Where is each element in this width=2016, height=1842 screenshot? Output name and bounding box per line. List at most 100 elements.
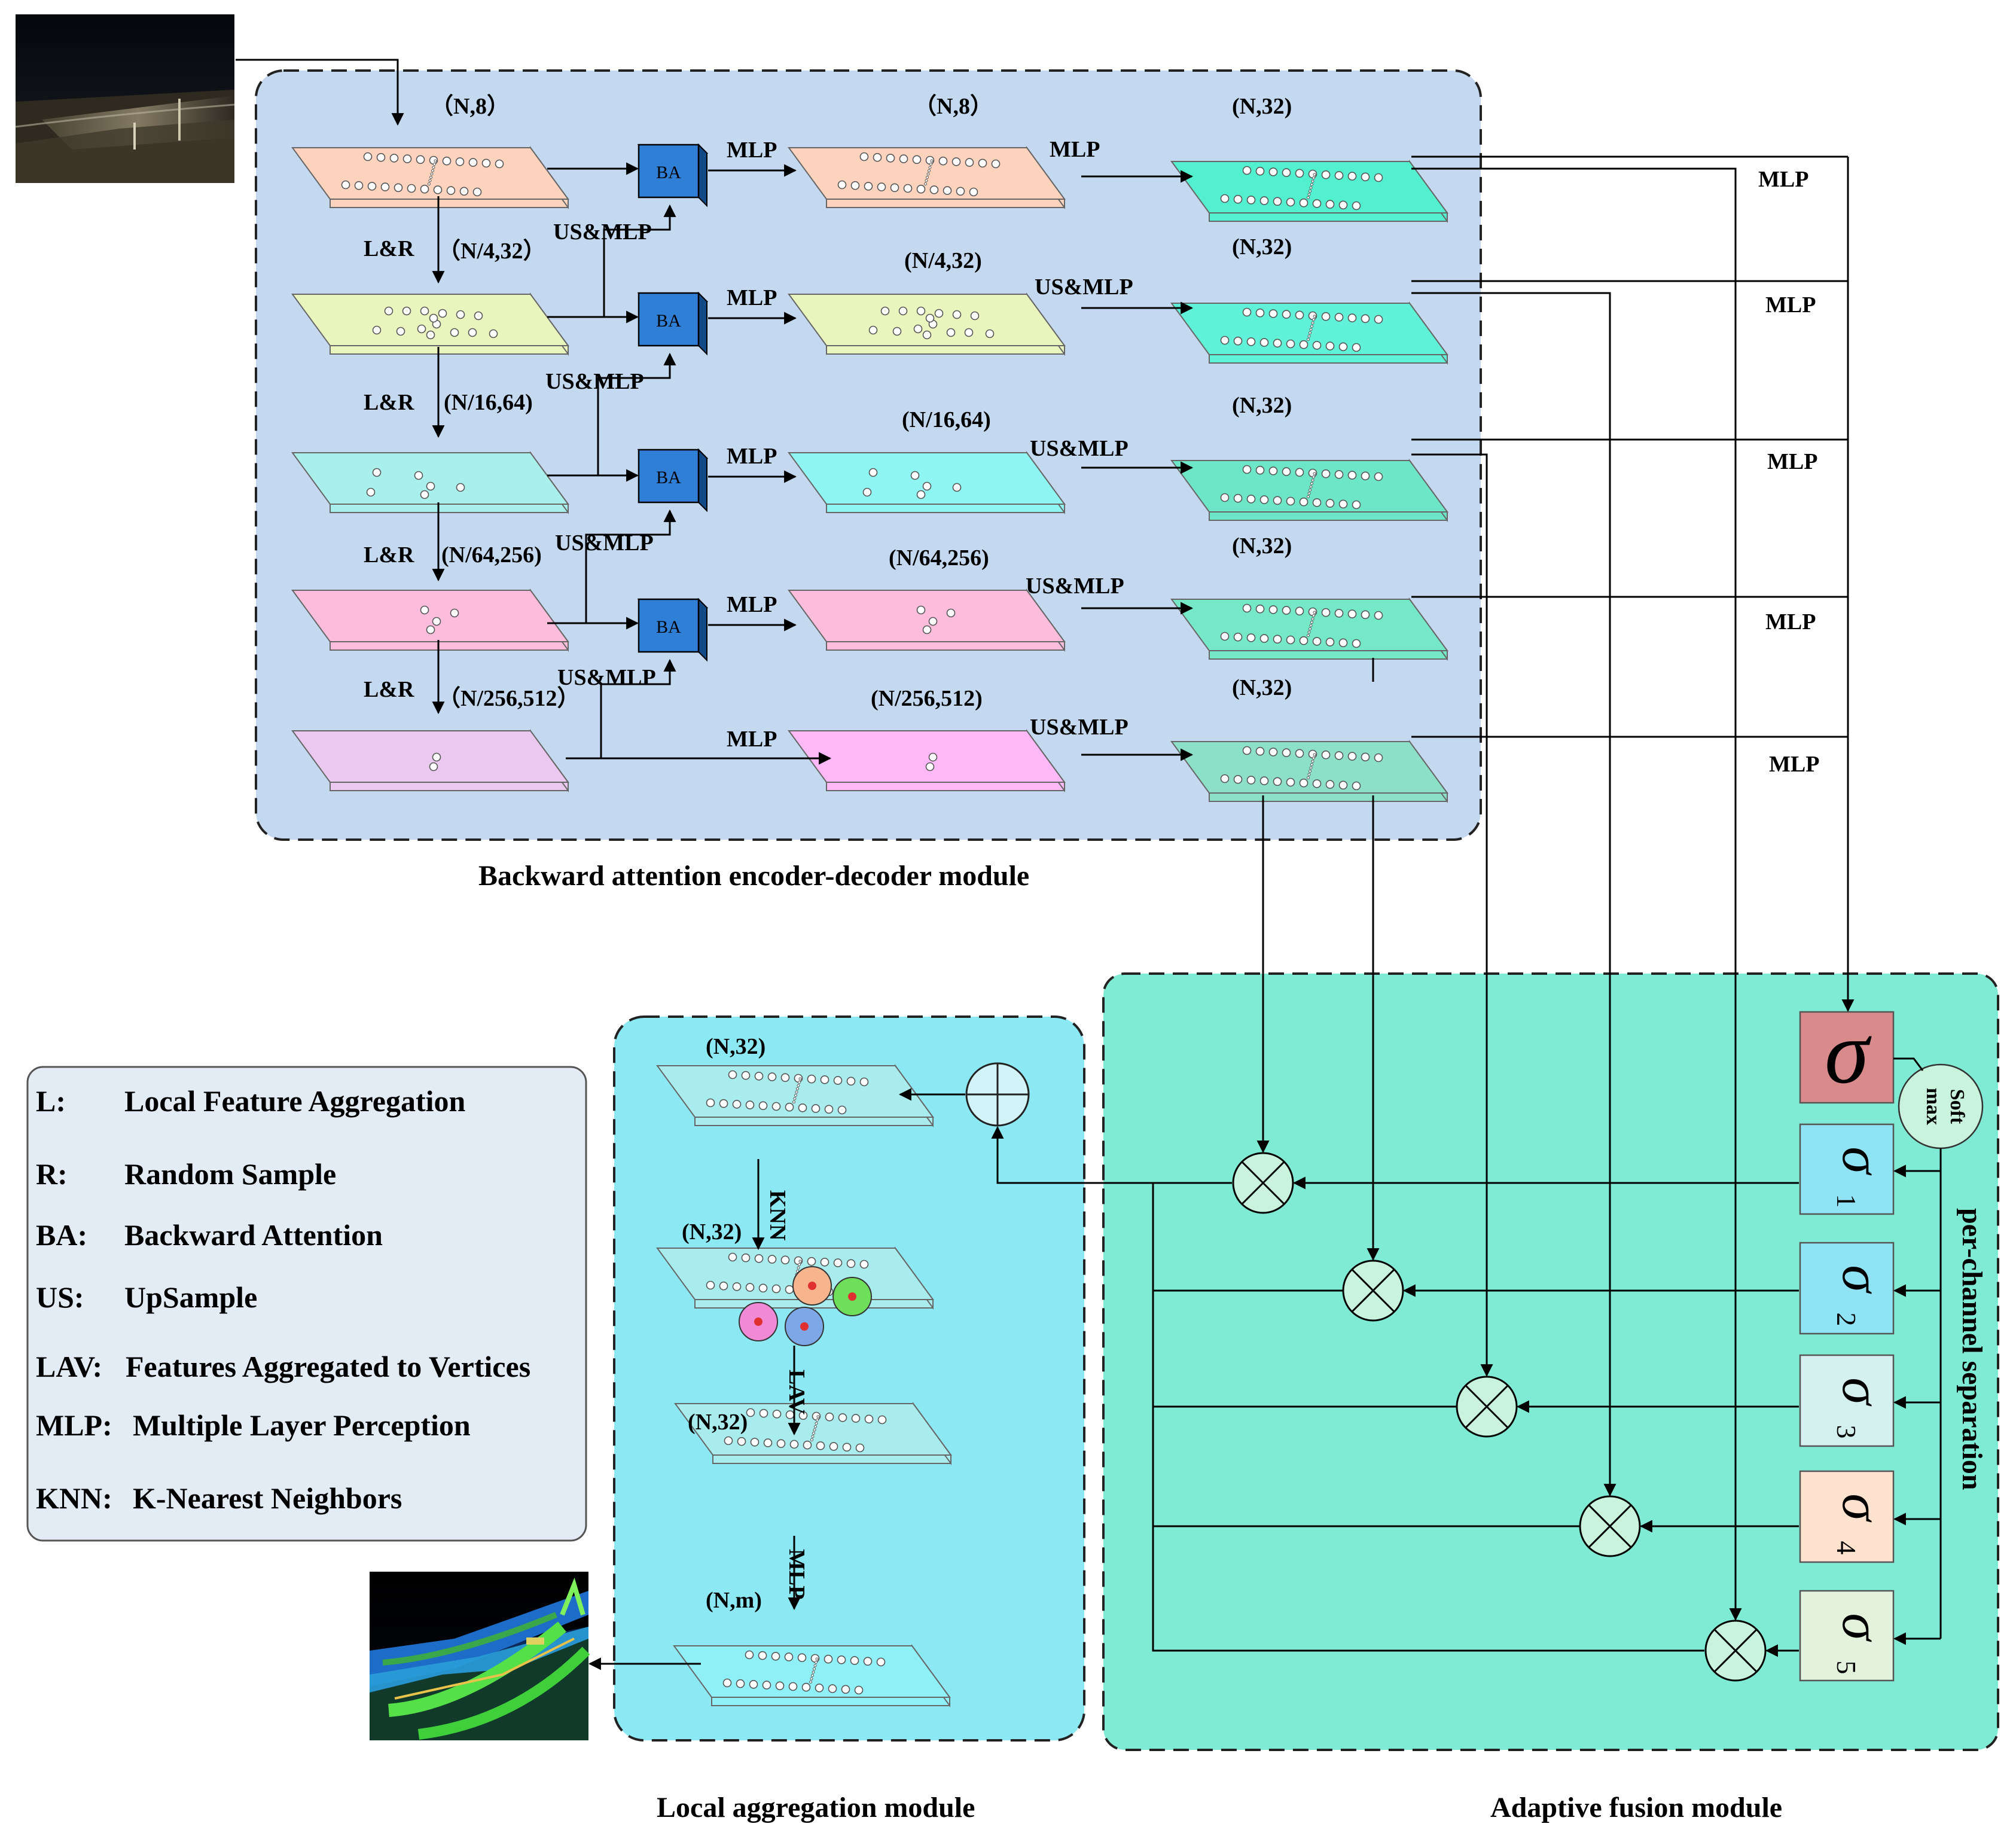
point-dot <box>797 1266 800 1270</box>
sigma-box-rect <box>1799 1470 1895 1563</box>
point-dot <box>741 1071 751 1080</box>
point-dot <box>417 324 426 334</box>
point-dot <box>433 185 443 194</box>
lr-label-4: L&R <box>364 677 414 702</box>
ba-box-2: BA <box>637 291 709 356</box>
output-layer-5 <box>1170 739 1448 804</box>
point-dot <box>1313 753 1316 757</box>
point-dot <box>394 183 403 193</box>
local-layer-4-edge <box>711 1697 950 1706</box>
legend-key-4: US: <box>36 1280 84 1314</box>
decoder-layer-3-edge <box>826 504 1065 513</box>
point-dot <box>1347 313 1357 322</box>
point-dot <box>864 182 873 191</box>
output-shape-label-3: (N,32) <box>1232 393 1292 418</box>
point-dot <box>1374 611 1383 620</box>
point-dot <box>1352 500 1361 510</box>
sigma-symbol: σ <box>1831 1265 1892 1294</box>
point-dot <box>928 617 938 626</box>
output-layer-3-face <box>1170 460 1448 513</box>
point-dot <box>728 1070 737 1079</box>
point-dot <box>428 179 432 182</box>
point-dot <box>1309 770 1312 773</box>
per-channel-separation-label: per-channel separation <box>1956 1208 1988 1490</box>
point-dot <box>810 1677 813 1681</box>
point-dot <box>1347 609 1357 618</box>
point-dot <box>1295 468 1304 477</box>
ba-box-4: BA <box>637 597 709 662</box>
sigma-symbol: σ <box>1831 1146 1892 1176</box>
ba-box-side <box>698 291 707 356</box>
encoder-layer-2 <box>291 292 569 356</box>
point-dot <box>1321 312 1331 321</box>
point-dot <box>809 1681 812 1684</box>
point-dot <box>1309 766 1313 770</box>
point-dot <box>1282 467 1291 476</box>
point-dot <box>797 1653 807 1663</box>
ba-label: BA <box>656 163 681 182</box>
legend-text-4: UpSample <box>124 1280 257 1314</box>
point-dot <box>795 1090 798 1094</box>
output-layer-2-face <box>1170 303 1448 355</box>
point-dot <box>792 1100 795 1103</box>
point-dot <box>1282 748 1291 757</box>
encoder-layer-4-face <box>291 590 569 642</box>
point-dot <box>1312 475 1315 478</box>
sigma-box-4: σ4 <box>1799 1470 1895 1563</box>
point-dot <box>429 762 438 771</box>
point-dot <box>1321 750 1331 760</box>
point-dot <box>785 1285 794 1294</box>
local-layer-4-face <box>673 1645 951 1698</box>
output-layer-3 <box>1170 458 1448 523</box>
point-dot <box>1220 632 1230 641</box>
point-dot <box>815 1684 824 1692</box>
point-dot <box>1334 313 1344 322</box>
point-dot <box>929 163 932 166</box>
point-dot <box>807 1074 816 1084</box>
point-dot <box>892 327 902 336</box>
encoder-layer-1-face <box>291 147 569 200</box>
us-mlp-label-4: US&MLP <box>557 665 656 690</box>
point-dot <box>402 306 411 316</box>
point-dot <box>1307 776 1310 779</box>
point-dot <box>754 1254 764 1263</box>
point-dot <box>1268 167 1278 176</box>
legend-text-2: Random Sample <box>124 1157 336 1191</box>
point-dot <box>430 172 434 176</box>
adaptive-fusion-module-title: Adaptive fusion module <box>1490 1792 1782 1823</box>
upsample-arrow-2 <box>597 352 676 475</box>
point-dot <box>946 608 956 618</box>
mlp-label-ba-3: MLP <box>727 444 777 469</box>
sigma-box-rect <box>1799 1123 1895 1215</box>
local-aggregation-module-title: Local aggregation module <box>657 1792 975 1823</box>
multiply-node-4 <box>1579 1495 1641 1557</box>
point-dot <box>1325 638 1335 646</box>
point-dot <box>854 1685 864 1695</box>
point-dot <box>1310 183 1313 186</box>
point-dot <box>815 1657 819 1661</box>
point-dot <box>763 1438 773 1447</box>
point-dot <box>796 1087 799 1090</box>
point-dot <box>868 468 878 477</box>
decoder-shape-label-4: (N/64,256) <box>889 545 989 571</box>
ba-box-3: BA <box>637 448 709 513</box>
point-dot <box>1307 334 1311 338</box>
point-dot <box>780 1255 790 1265</box>
point-dot <box>797 1084 800 1087</box>
point-dot <box>1334 751 1344 760</box>
multiply-cross <box>1351 1268 1395 1313</box>
point-dot <box>1273 496 1282 505</box>
point-dot <box>432 752 441 762</box>
point-dot <box>925 313 935 323</box>
sigma-subscript: 5 <box>1831 1661 1862 1675</box>
local-layer-1-edge <box>694 1117 934 1126</box>
point-dot <box>1347 752 1357 761</box>
point-dot <box>965 158 974 167</box>
point-dot <box>762 1681 771 1689</box>
encoder-decoder-module-title: Backward attention encoder-decoder modul… <box>478 860 1029 892</box>
encoder-shape-label-3: (N/16,64) <box>444 390 533 415</box>
point-dot <box>767 1255 777 1264</box>
point-dot <box>1313 472 1316 475</box>
local-aggregation-module-panel <box>613 1015 1085 1742</box>
